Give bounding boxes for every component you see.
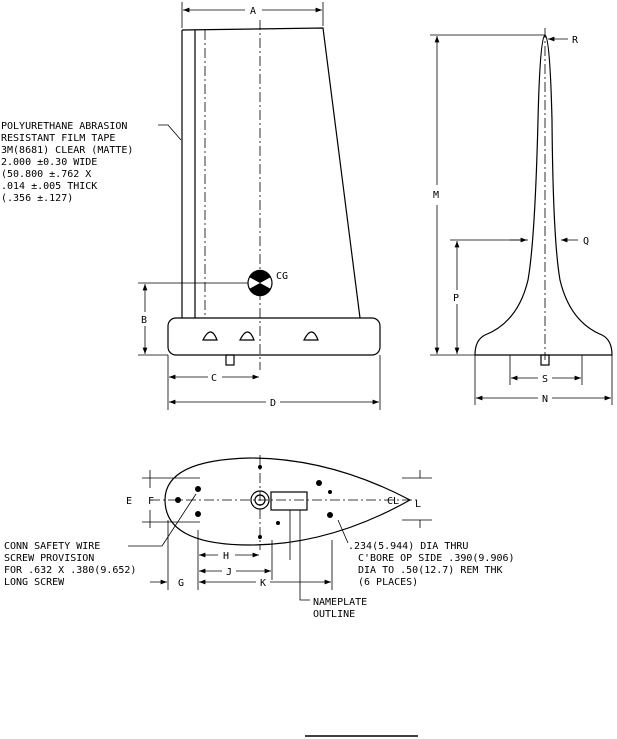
dim-s: S xyxy=(542,374,548,385)
front-view: CG A B C D xyxy=(138,2,381,410)
svg-text:CONN SAFETY WIRE: CONN SAFETY WIRE xyxy=(4,541,100,552)
dim-q: Q xyxy=(583,236,589,247)
dim-g: G xyxy=(178,578,184,589)
dim-cl: CL xyxy=(387,496,399,507)
svg-text:(6 PLACES): (6 PLACES) xyxy=(358,577,418,588)
dim-c: C xyxy=(211,373,217,384)
svg-text:(50.800 ±.762 X: (50.800 ±.762 X xyxy=(1,169,91,180)
svg-text:C'BORE OP SIDE .390(9.906): C'BORE OP SIDE .390(9.906) xyxy=(358,553,515,564)
hole-note: .234(5.944) DIA THRU C'BORE OP SIDE .390… xyxy=(348,541,515,588)
dim-r: R xyxy=(572,35,579,46)
plan-view: E F CL L H J K G xyxy=(126,455,432,601)
dim-k: K xyxy=(260,578,266,589)
svg-text:.234(5.944) DIA THRU: .234(5.944) DIA THRU xyxy=(348,541,468,552)
svg-text:POLYURETHANE ABRASION: POLYURETHANE ABRASION xyxy=(1,121,127,132)
cg-symbol: CG xyxy=(247,269,288,297)
dim-l: L xyxy=(415,499,421,510)
dim-f: F xyxy=(148,496,154,507)
dim-a: A xyxy=(250,6,256,17)
dim-e: E xyxy=(126,496,132,507)
side-view: M P Q R S N xyxy=(430,28,613,405)
svg-text:3M(8681) CLEAR (MATTE): 3M(8681) CLEAR (MATTE) xyxy=(1,145,133,156)
dim-m: M xyxy=(433,190,439,201)
svg-text:SCREW PROVISION: SCREW PROVISION xyxy=(4,553,94,564)
dim-b: B xyxy=(141,315,147,326)
svg-text:NAMEPLATE: NAMEPLATE xyxy=(313,597,367,608)
svg-text:RESISTANT FILM TAPE: RESISTANT FILM TAPE xyxy=(1,133,115,144)
tape-note: POLYURETHANE ABRASION RESISTANT FILM TAP… xyxy=(1,121,133,204)
svg-text:LONG SCREW: LONG SCREW xyxy=(4,577,65,588)
dim-j: J xyxy=(226,567,232,578)
nameplate-note: NAMEPLATE OUTLINE xyxy=(313,597,367,620)
cg-label: CG xyxy=(276,271,288,282)
dim-h: H xyxy=(223,551,229,562)
dim-n: N xyxy=(542,394,548,405)
dim-p: P xyxy=(453,293,459,304)
svg-text:2.000 ±0.30 WIDE: 2.000 ±0.30 WIDE xyxy=(1,157,97,168)
svg-text:DIA TO .50(12.7) REM THK: DIA TO .50(12.7) REM THK xyxy=(358,565,503,576)
dim-d: D xyxy=(270,398,276,409)
svg-text:OUTLINE: OUTLINE xyxy=(313,609,355,620)
svg-text:FOR .632 X .380(9.652): FOR .632 X .380(9.652) xyxy=(4,565,136,576)
svg-text:(.356 ±.127): (.356 ±.127) xyxy=(1,193,73,204)
svg-text:.014 ±.005 THICK: .014 ±.005 THICK xyxy=(1,181,97,192)
screw-note: CONN SAFETY WIRE SCREW PROVISION FOR .63… xyxy=(4,541,136,588)
